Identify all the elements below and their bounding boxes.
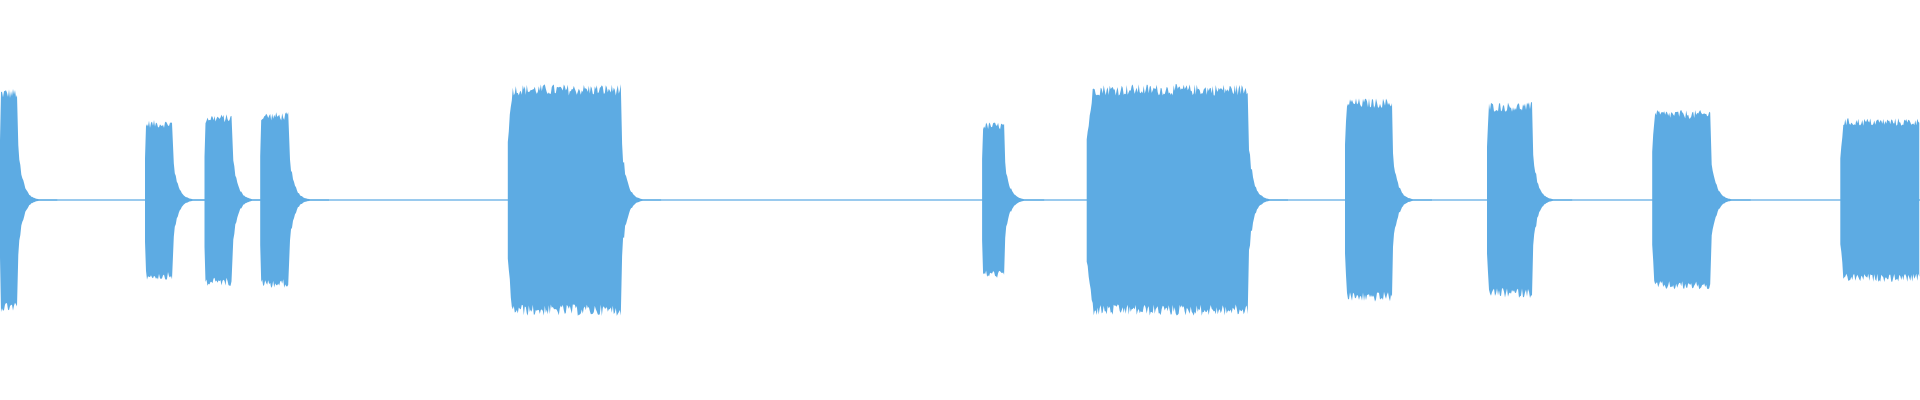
waveform-segment [145,120,213,280]
waveform-segment [982,122,1045,278]
waveform-segment [1652,110,1751,290]
waveform-segment [1487,102,1573,298]
waveform-segment [507,84,662,316]
waveform-segment [204,114,273,286]
waveform-segment [1086,84,1288,316]
waveform-segment [1840,118,1920,282]
waveform-segments [0,84,1920,316]
waveform-segment [1345,98,1432,302]
waveform-segment [260,112,329,288]
waveform-segment [0,88,58,313]
